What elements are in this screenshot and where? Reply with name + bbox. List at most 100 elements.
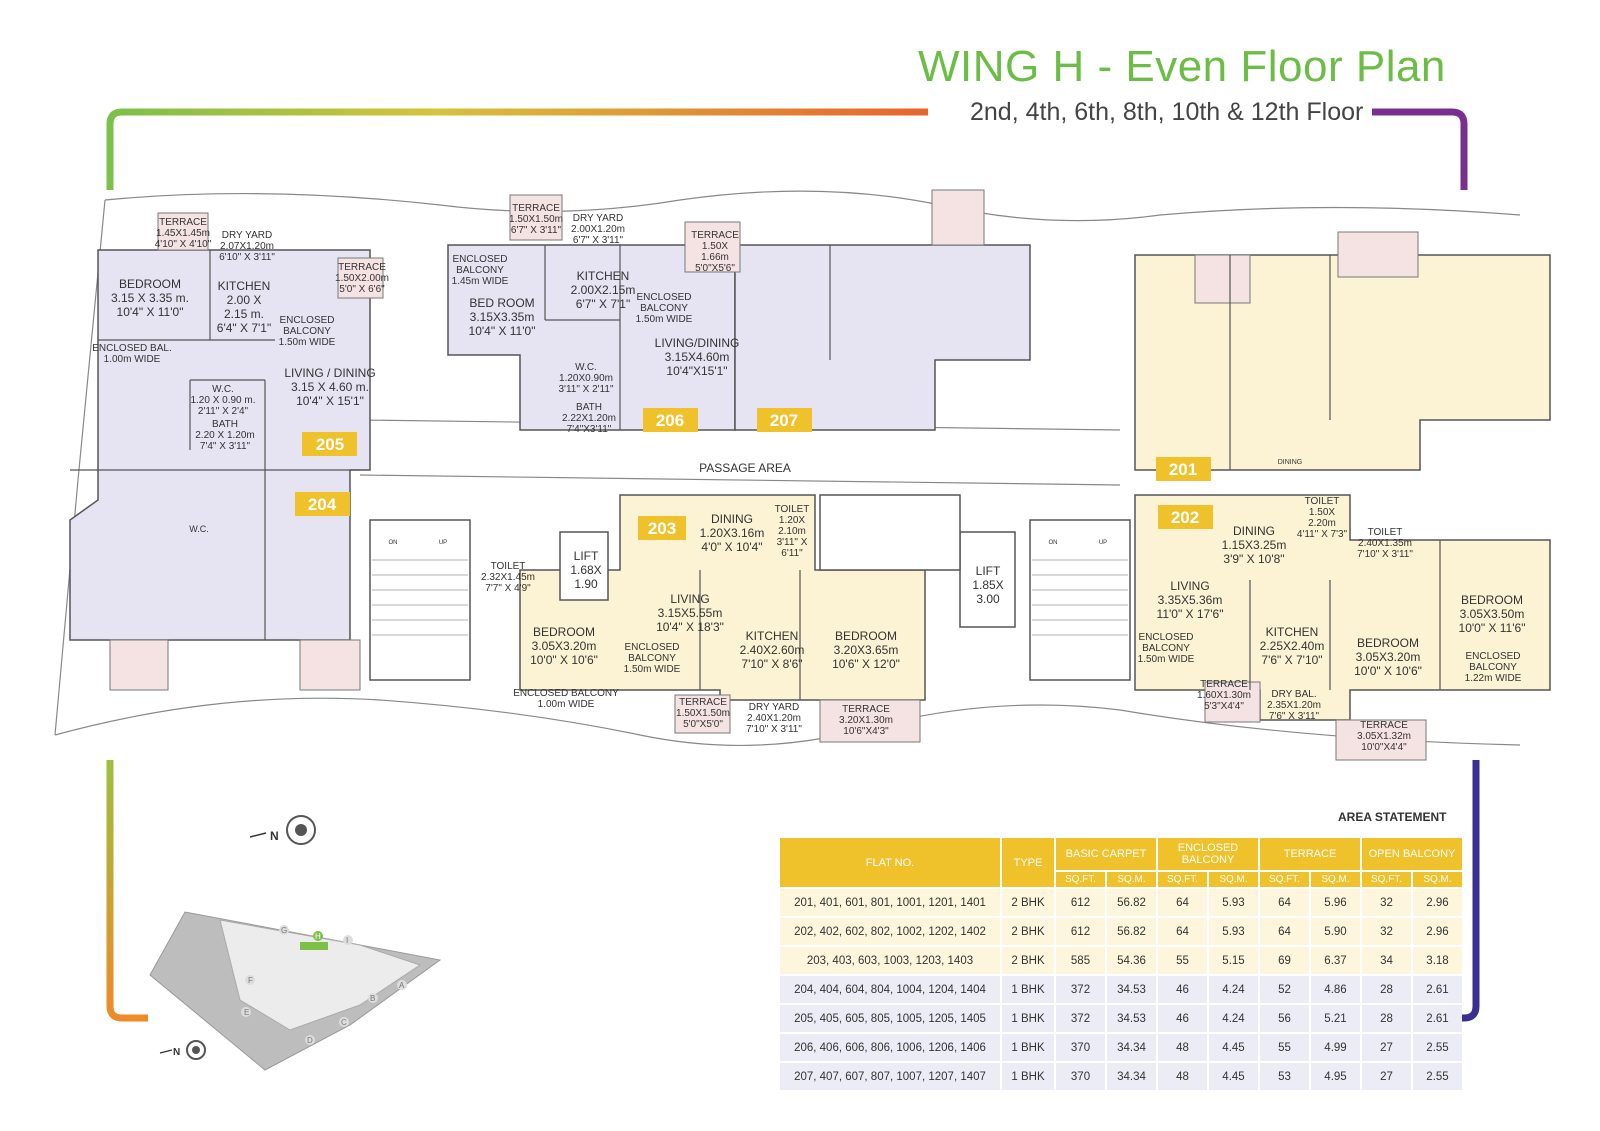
table-cell: 5.93 — [1209, 918, 1258, 945]
key-letter: B — [370, 994, 375, 1003]
unit-badge-206: 206 — [656, 411, 684, 430]
flat-numbers-cell: 205, 405, 605, 805, 1005, 1205, 1405 — [780, 1005, 1000, 1032]
header-type: TYPE — [1002, 838, 1054, 887]
page-subtitle: 2nd, 4th, 6th, 8th, 10th & 12th Floor — [970, 98, 1364, 126]
table-cell: 372 — [1056, 1005, 1105, 1032]
table-cell: 52 — [1260, 976, 1309, 1003]
header-terrace: TERRACE — [1260, 838, 1360, 870]
table-cell: 27 — [1362, 1034, 1411, 1061]
table-cell: 27 — [1362, 1063, 1411, 1090]
stairs — [372, 559, 1128, 636]
unit-badge-201: 201 — [1169, 460, 1197, 479]
table-cell: 46 — [1158, 1005, 1207, 1032]
table-cell: 4.95 — [1311, 1063, 1360, 1090]
table-cell: 34.34 — [1107, 1063, 1156, 1090]
table-cell: 64 — [1158, 889, 1207, 916]
room-label: W.C.1.20 X 0.90 m.2'11" X 2'4" — [190, 384, 255, 417]
interior-walls — [70, 245, 1441, 700]
table-cell: 1 BHK — [1002, 1063, 1054, 1090]
table-cell: 2 BHK — [1002, 947, 1054, 974]
table-cell: 2.55 — [1413, 1063, 1462, 1090]
table-cell: 34.34 — [1107, 1034, 1156, 1061]
table-cell: 64 — [1260, 918, 1309, 945]
header-sqm: SQ.M. — [1413, 872, 1462, 887]
table-cell: 1 BHK — [1002, 1034, 1054, 1061]
frame — [106, 108, 1480, 1022]
table-cell: 48 — [1158, 1063, 1207, 1090]
table-cell: 32 — [1362, 889, 1411, 916]
table-cell: 370 — [1056, 1063, 1105, 1090]
flat-numbers-cell: 207, 407, 607, 807, 1007, 1207, 1407 — [780, 1063, 1000, 1090]
table-cell: 4.24 — [1209, 976, 1258, 1003]
room-label: ENCLOSED BAL.1.00m WIDE — [92, 343, 171, 365]
key-letter: H — [315, 932, 321, 941]
table-cell: 612 — [1056, 918, 1105, 945]
table-cell: 54.36 — [1107, 947, 1156, 974]
terraces — [109, 189, 1427, 761]
table-cell: 28 — [1362, 976, 1411, 1003]
table-cell: 3.18 — [1413, 947, 1462, 974]
building-outline — [54, 190, 1521, 746]
key-plan: G H I F E D C B A N — [149, 911, 442, 1071]
table-cell: 2.61 — [1413, 976, 1462, 1003]
page-title: WING H - Even Floor Plan — [918, 42, 1446, 91]
header-open-balcony: OPEN BALCONY — [1362, 838, 1462, 870]
table-cell: 4.24 — [1209, 1005, 1258, 1032]
area-statement-title: AREA STATEMENT — [1338, 810, 1447, 824]
table-cell: 48 — [1158, 1034, 1207, 1061]
stair-label: UP — [1099, 540, 1107, 546]
table-cell: 34 — [1362, 947, 1411, 974]
core — [369, 494, 1131, 681]
flat-numbers-cell: 204, 404, 604, 804, 1004, 1204, 1404 — [780, 976, 1000, 1003]
key-letter: C — [341, 1018, 347, 1027]
table-cell: 4.45 — [1209, 1063, 1258, 1090]
stair-label: ON — [389, 540, 398, 546]
table-cell: 69 — [1260, 947, 1309, 974]
table-cell: 28 — [1362, 1005, 1411, 1032]
north-label: N — [270, 829, 279, 843]
room-label: W.C. — [189, 524, 209, 534]
key-letter: D — [307, 1036, 313, 1045]
table-cell: 2.96 — [1413, 918, 1462, 945]
key-letter: F — [248, 976, 253, 985]
table-cell: 4.45 — [1209, 1034, 1258, 1061]
table-cell: 372 — [1056, 976, 1105, 1003]
header-basic-carpet: BASIC CARPET — [1056, 838, 1156, 870]
north-arrow: N — [249, 815, 316, 845]
header-sqft: SQ.FT. — [1362, 872, 1411, 887]
unit-badge-202: 202 — [1171, 508, 1199, 527]
table-cell: 46 — [1158, 976, 1207, 1003]
table-cell: 612 — [1056, 889, 1105, 916]
table-cell: 55 — [1260, 1034, 1309, 1061]
table-cell: 2 BHK — [1002, 889, 1054, 916]
